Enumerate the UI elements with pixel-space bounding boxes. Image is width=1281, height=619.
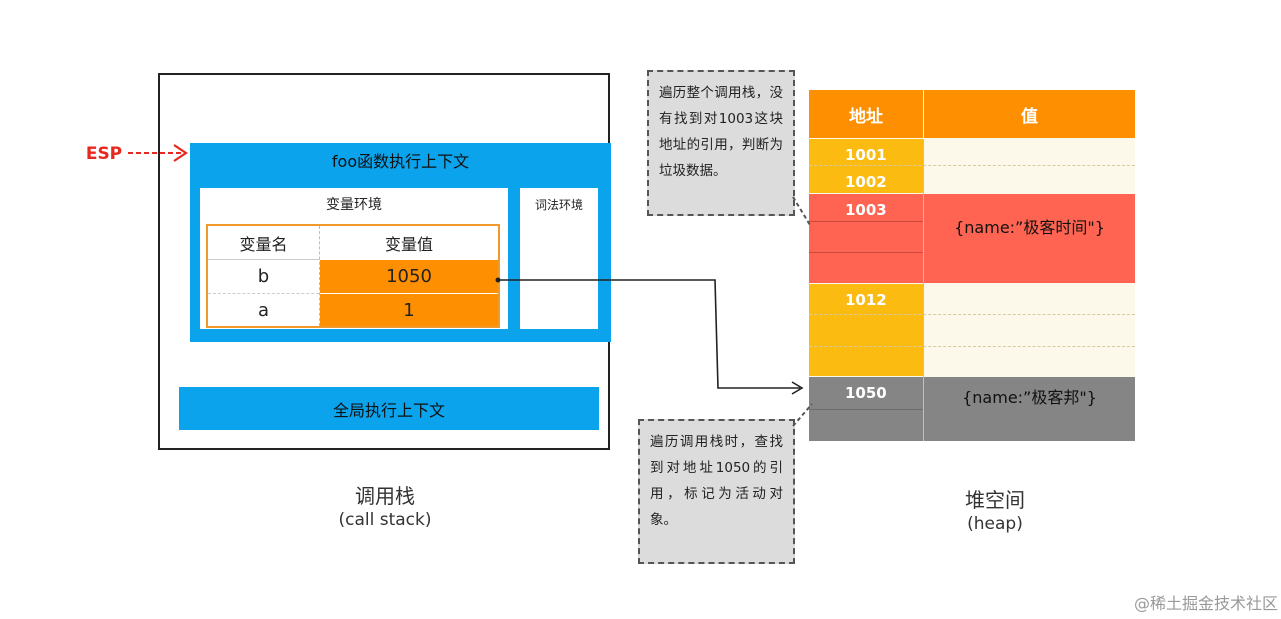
watermark: @稀土掘金技术社区 bbox=[1133, 594, 1278, 613]
heap-sublabel: (heap) bbox=[967, 514, 1023, 534]
table-header-var-value: 变量值 bbox=[384, 234, 433, 254]
table-row-divider bbox=[208, 293, 319, 294]
table-cell-var-a: a bbox=[257, 299, 270, 321]
global-execution-context: 全局执行上下文 bbox=[179, 387, 599, 430]
heap-value-1050: {name:”极客邦"} bbox=[962, 388, 1097, 407]
heap-row-divider bbox=[809, 252, 923, 253]
heap-column-divider bbox=[923, 139, 924, 441]
heap-address-1050: 1050 bbox=[845, 384, 887, 402]
heap-address-1012: 1012 bbox=[845, 291, 887, 309]
heap-address-1003: 1003 bbox=[845, 201, 887, 219]
table-row-divider bbox=[208, 259, 319, 260]
foo-context-title: foo函数执行上下文 bbox=[331, 152, 470, 171]
heap-row-divider bbox=[809, 221, 923, 222]
heap-address-1002: 1002 bbox=[845, 173, 887, 191]
heap-row-divider bbox=[809, 409, 923, 410]
heap-block-1003 bbox=[809, 194, 1135, 283]
lexical-environment bbox=[520, 188, 598, 329]
heap-header-value: 值 bbox=[924, 90, 1135, 138]
table-column-divider bbox=[319, 226, 320, 326]
table-cell-value-b: 1050 bbox=[320, 260, 498, 293]
heap-address-1001: 1001 bbox=[845, 146, 887, 164]
note-active-object: 遍历调用栈时，查找到对地址1050的引用，标记为活动对象。 bbox=[638, 419, 795, 564]
note-bottom-pointer-icon bbox=[792, 403, 813, 427]
heap-value-1003: {name:”极客时间"} bbox=[954, 218, 1105, 237]
heap-header-address: 地址 bbox=[809, 90, 923, 138]
variable-environment-title: 变量环境 bbox=[326, 197, 382, 213]
table-header-var-name: 变量名 bbox=[239, 234, 288, 254]
call-stack-sublabel: (call stack) bbox=[338, 510, 432, 530]
heap-row-divider bbox=[809, 165, 1135, 166]
note-top-pointer-icon bbox=[792, 196, 811, 226]
reference-arrow-icon bbox=[495, 277, 804, 395]
heap-address-column-top bbox=[809, 139, 923, 193]
lexical-environment-title: 词法环境 bbox=[534, 197, 583, 212]
heap-label: 堆空间 bbox=[965, 488, 1025, 512]
heap-row-divider bbox=[809, 346, 1135, 347]
heap-address-column-mid bbox=[809, 284, 923, 376]
esp-label: ESP bbox=[85, 144, 123, 164]
heap-row-divider bbox=[809, 314, 1135, 315]
call-stack-label: 调用栈 bbox=[355, 484, 415, 508]
variable-table bbox=[206, 224, 500, 328]
table-cell-value-a: 1 bbox=[320, 294, 498, 326]
esp-arrow-icon bbox=[128, 144, 188, 162]
note-garbage-data: 遍历整个调用栈，没有找到对1003这块地址的引用，判断为垃圾数据。 bbox=[647, 70, 795, 216]
table-cell-var-b: b bbox=[257, 266, 270, 287]
